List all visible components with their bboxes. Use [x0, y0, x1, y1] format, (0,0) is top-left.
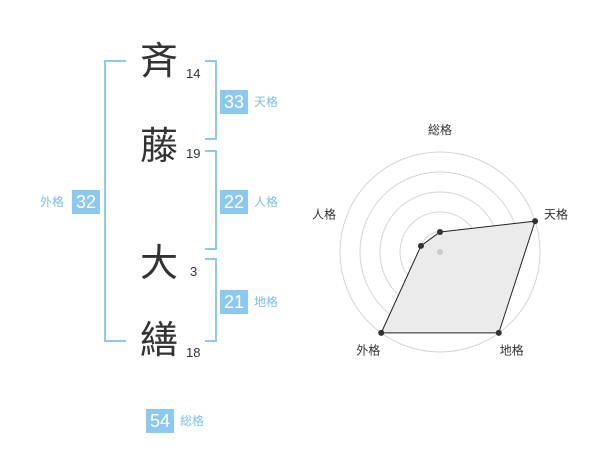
radar-axis-label-3: 地格	[500, 343, 524, 358]
name-char-4: 繕	[139, 318, 178, 362]
tenkaku-label: 天格	[254, 95, 279, 109]
stroke-count-3: 3	[190, 264, 198, 279]
chikaku-label: 地格	[254, 295, 279, 309]
radar-ring	[339, 151, 541, 353]
radar-point-5	[417, 242, 424, 249]
gaikaku-label: 外格	[40, 195, 65, 209]
stroke-count-1: 14	[186, 66, 201, 81]
tenkaku-value: 33	[220, 90, 248, 114]
gaikaku-bracket	[104, 60, 126, 342]
radar-points	[378, 218, 539, 336]
radar-axis-label-4: 外格	[356, 343, 380, 358]
radar-point-2	[532, 218, 539, 225]
jinkaku-label: 人格	[254, 195, 279, 209]
radar-axis-label-1: 総格	[428, 122, 452, 137]
soukaku-value: 54	[146, 409, 174, 433]
gaikaku-value: 32	[72, 190, 100, 214]
radar-axis-label-5: 人格	[312, 206, 336, 221]
jinkaku-bracket	[205, 150, 217, 250]
radar-point-4	[378, 329, 385, 336]
stroke-count-4: 18	[186, 345, 201, 360]
name-char-1: 斉	[139, 39, 178, 83]
radar-area	[380, 220, 536, 334]
radar-axis-label-2: 天格	[544, 206, 568, 221]
chikaku-value: 21	[220, 290, 248, 314]
name-char-2: 藤	[139, 124, 178, 168]
radar-center-dot	[437, 249, 443, 255]
soukaku-label: 総格	[180, 414, 205, 428]
name-char-3: 大	[139, 241, 178, 285]
jinkaku-value: 22	[220, 190, 248, 214]
tenkaku-bracket	[205, 60, 217, 140]
radar-point-3	[495, 329, 502, 336]
chikaku-bracket	[205, 258, 217, 342]
stroke-count-2: 19	[186, 146, 201, 161]
radar-point-1	[437, 229, 443, 235]
